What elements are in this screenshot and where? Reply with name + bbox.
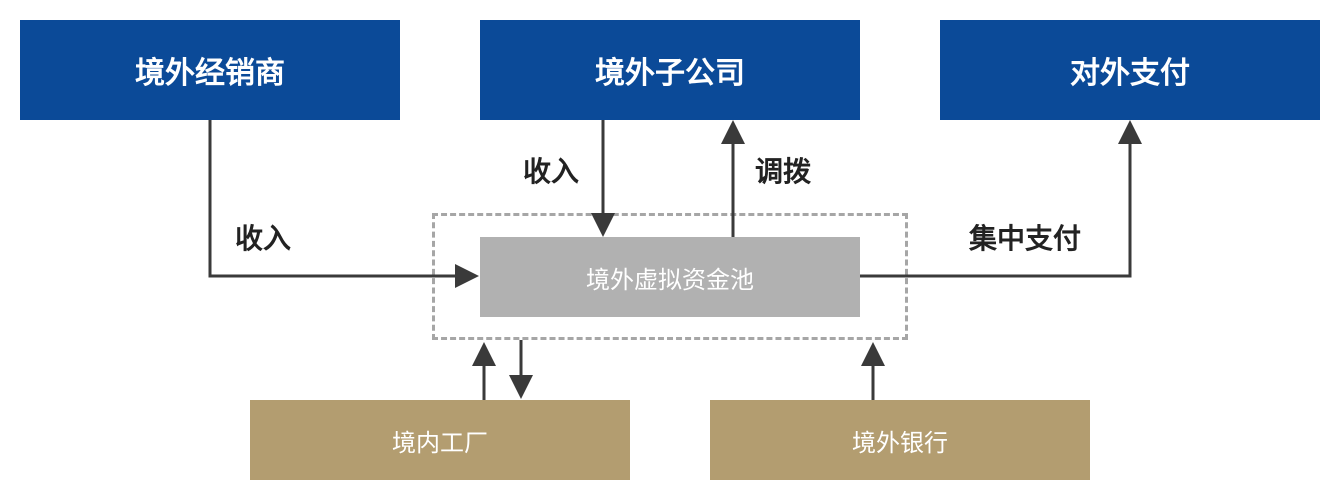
overseas-subsidiary-box: 境外子公司 <box>480 20 860 120</box>
overseas-bank-label: 境外银行 <box>852 428 948 457</box>
overseas-bank-box: 境外银行 <box>710 400 1090 480</box>
dealer-income-label: 收入 <box>235 222 292 255</box>
dealer-income-arrow <box>208 120 479 288</box>
domestic-factory-label: 境内工厂 <box>392 428 488 457</box>
overseas-dealer-label: 境外经销商 <box>135 56 285 91</box>
overseas-dealer-box: 境外经销商 <box>20 20 400 120</box>
domestic-factory-box: 境内工厂 <box>250 400 630 480</box>
allocate-label: 调拨 <box>755 155 812 188</box>
overseas-subsidiary-label: 境外子公司 <box>595 56 745 91</box>
external-payment-label: 对外支付 <box>1070 56 1190 91</box>
virtual-fund-pool-box: 境外虚拟资金池 <box>480 237 860 317</box>
central-pay-arrow <box>860 120 1142 278</box>
virtual-fund-pool-label: 境外虚拟资金池 <box>586 265 754 294</box>
external-payment-box: 对外支付 <box>940 20 1320 120</box>
subsidiary-income-label: 收入 <box>523 155 580 188</box>
central-pay-label: 集中支付 <box>969 222 1082 255</box>
